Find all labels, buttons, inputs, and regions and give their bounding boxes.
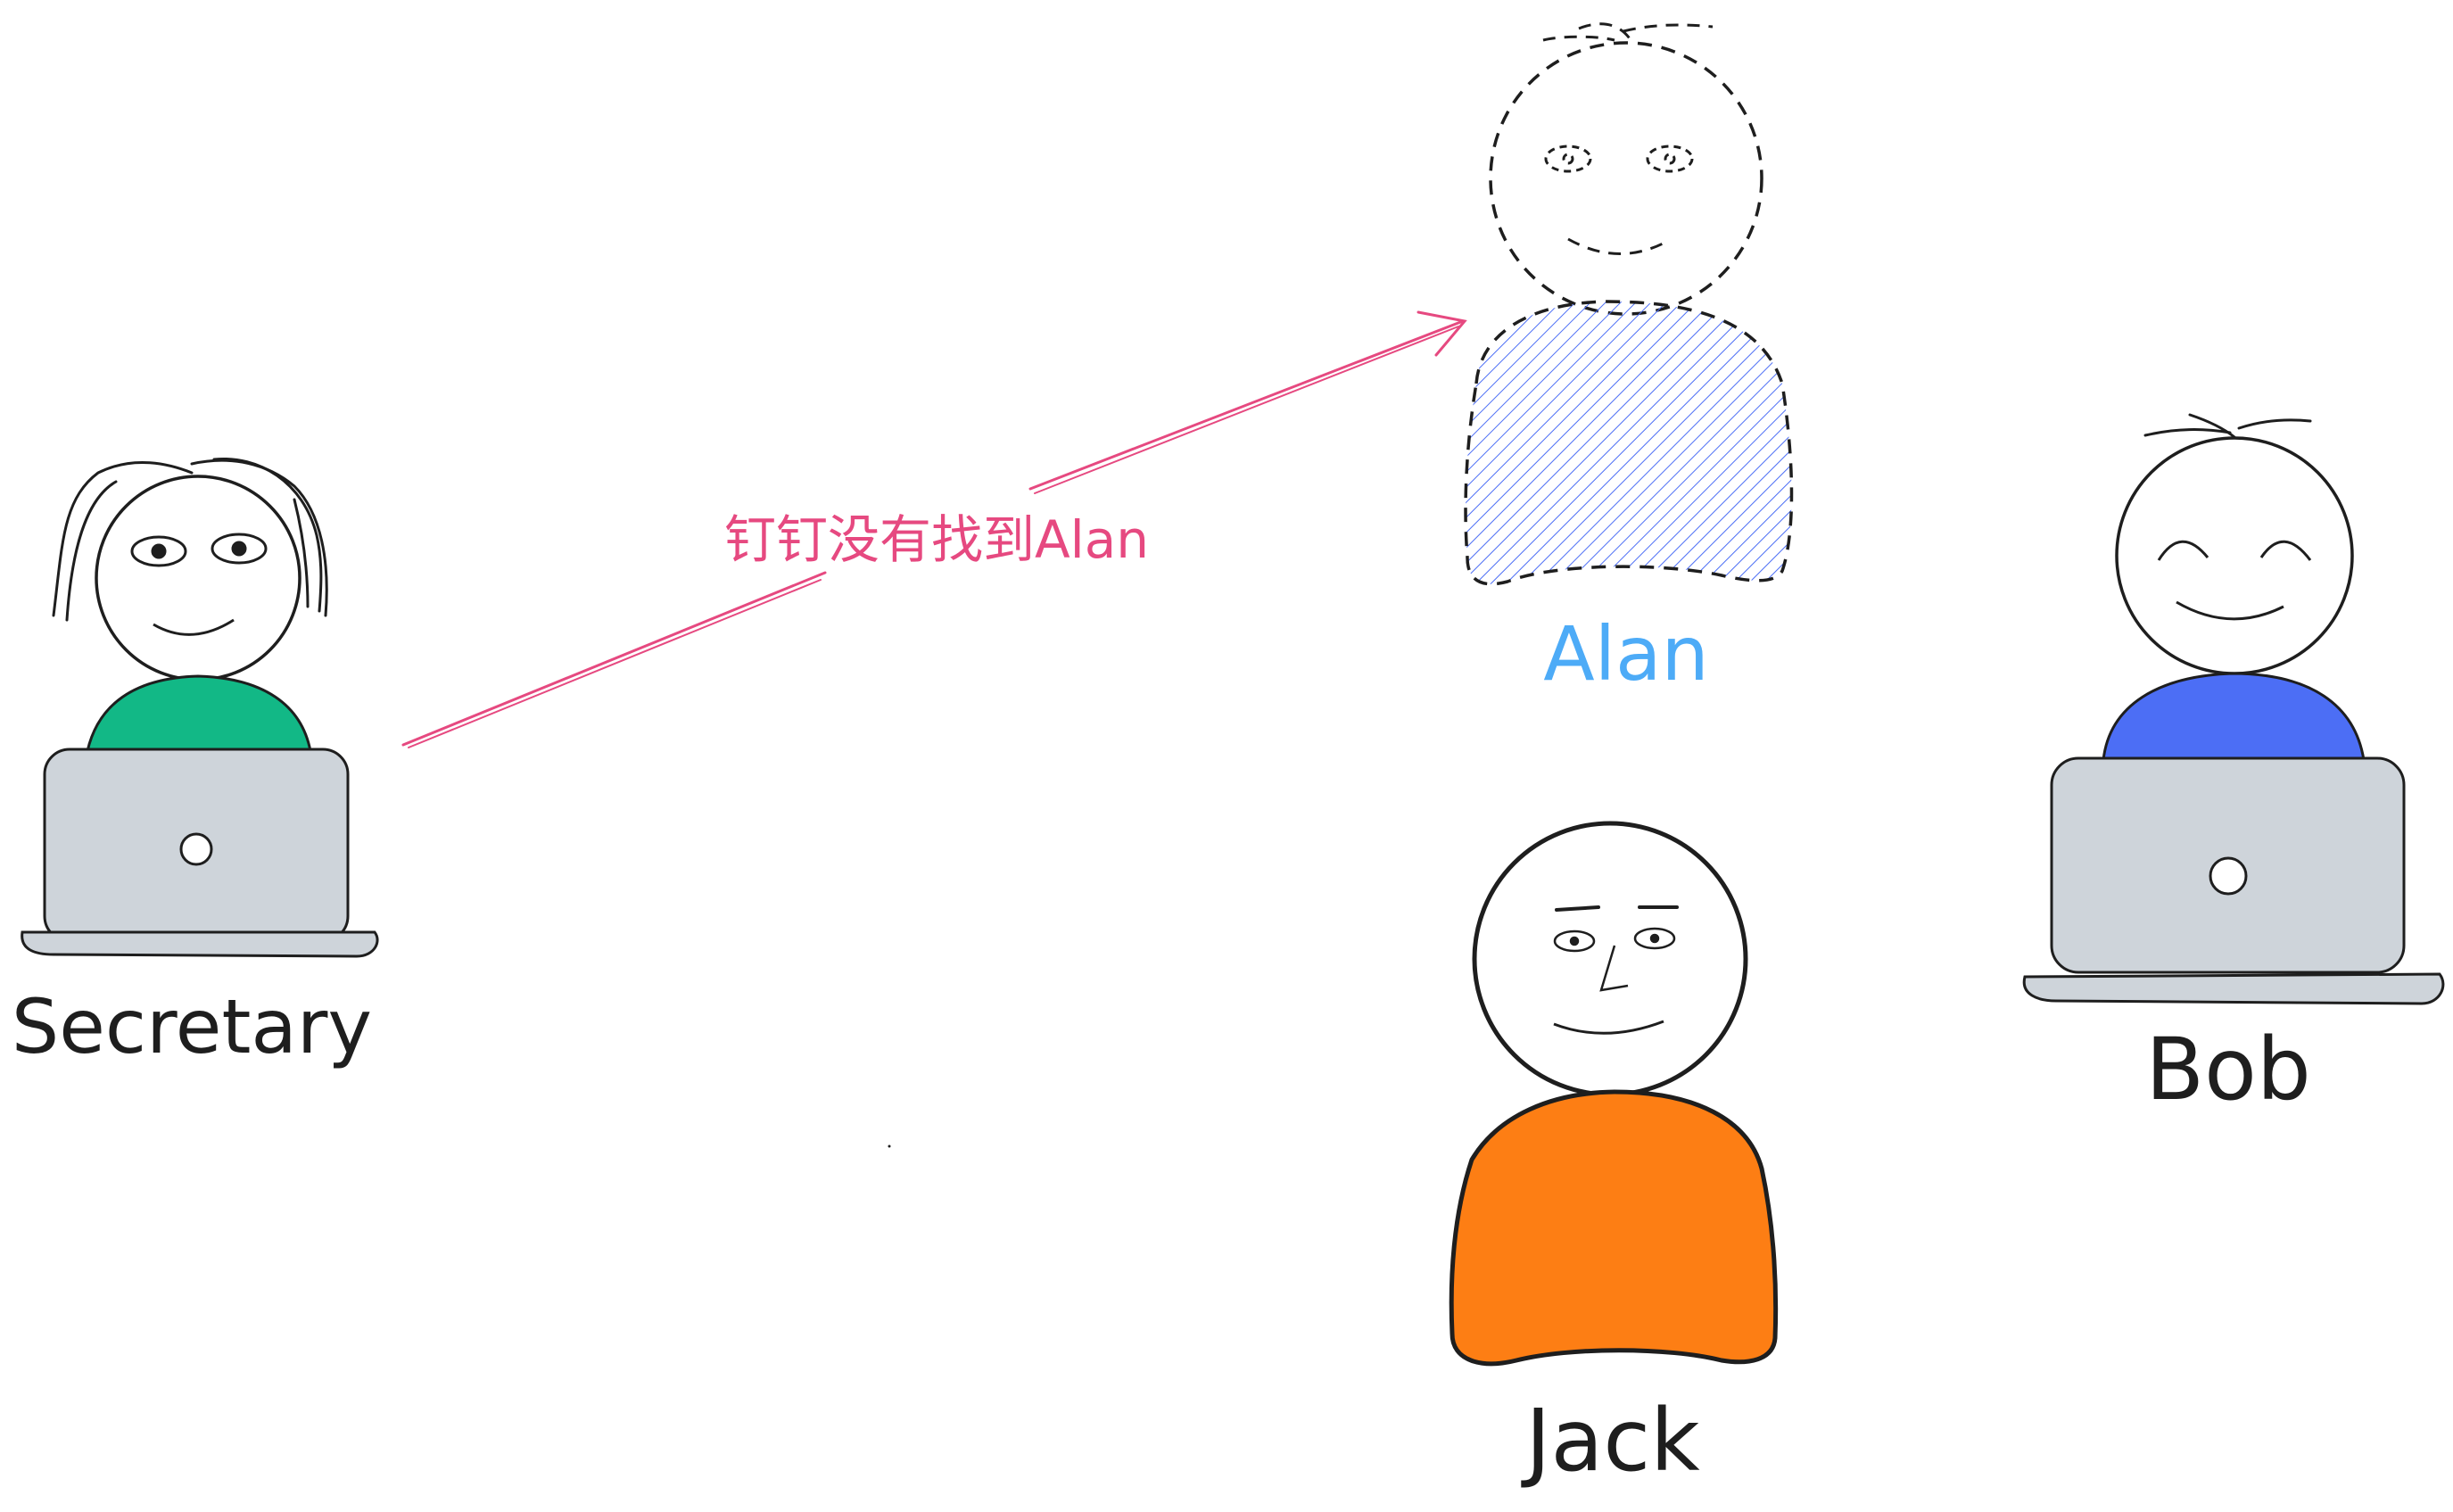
person-bob: Bob: [2022, 413, 2445, 1120]
alan-eyes: [1544, 145, 1694, 173]
person-alan: Alan: [1464, 22, 1794, 698]
stray-dot: [888, 1144, 891, 1148]
bob-eyes: [2157, 540, 2312, 561]
alan-head: [1489, 41, 1763, 316]
secretary-hair: [52, 457, 328, 622]
bob-mouth: [2176, 600, 2284, 621]
alan-body: [1464, 300, 1794, 586]
jack-eyes: [1553, 927, 1676, 953]
jack-nose: [1599, 945, 1629, 992]
arrowhead-icon: [1416, 310, 1467, 357]
secretary-head: [95, 475, 301, 682]
secretary-laptop: [21, 748, 379, 958]
secretary-shirt: [86, 674, 312, 753]
jack-body: [1449, 1089, 1779, 1367]
secretary-eyes: [130, 533, 268, 567]
message-arrow: [401, 310, 1467, 748]
arrow-line: [401, 319, 1465, 747]
alan-hair: [1542, 22, 1714, 44]
secretary-mouth: [153, 618, 235, 636]
alan-mouth: [1567, 237, 1669, 255]
message-label: 钉钉没有找到Alan: [724, 509, 1149, 570]
person-jack: Jack: [1449, 821, 1779, 1491]
arrow-line-shadow: [408, 326, 1459, 748]
secretary-label: Secretary: [12, 983, 372, 1070]
alan-label: Alan: [1543, 610, 1709, 698]
jack-eyebrows: [1555, 905, 1679, 912]
jack-mouth: [1553, 1020, 1664, 1035]
bob-shirt: [2102, 672, 2366, 762]
bob-hair: [2143, 413, 2312, 439]
bob-label: Bob: [2145, 1020, 2311, 1120]
bob-laptop: [2022, 756, 2445, 1005]
person-secretary: Secretary: [12, 457, 379, 1070]
bob-head: [2115, 436, 2354, 675]
jack-label: Jack: [1521, 1391, 1700, 1491]
